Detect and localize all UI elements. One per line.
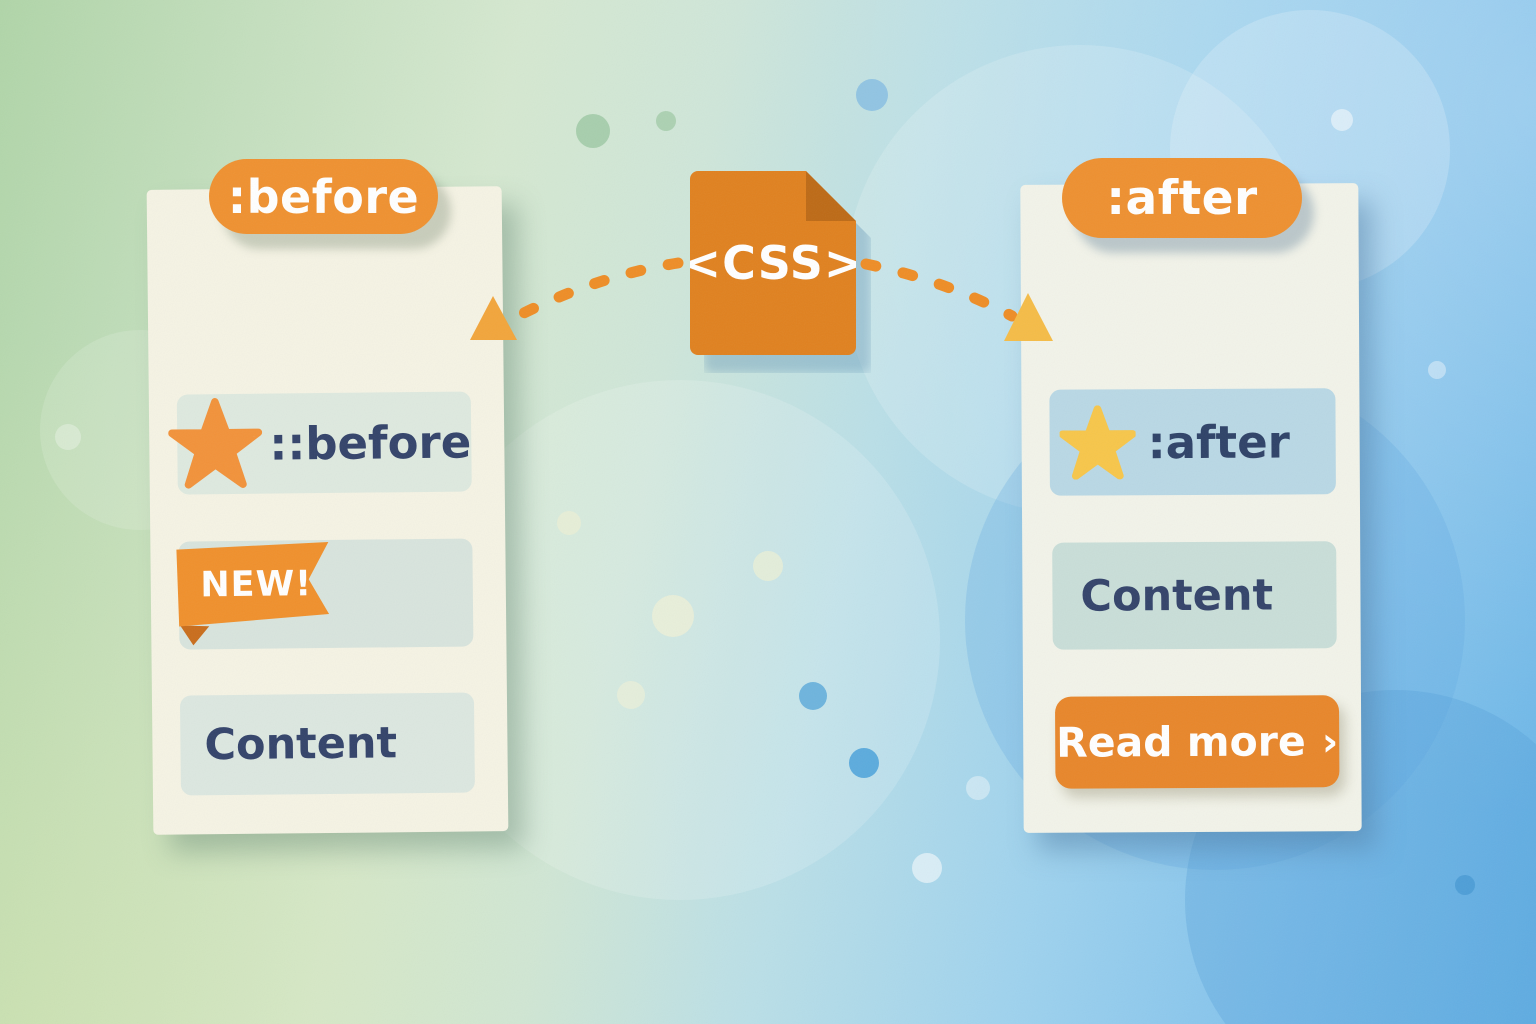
chevron-right-icon: › [1321, 719, 1339, 766]
dot [1331, 109, 1353, 131]
dot [753, 551, 783, 581]
dot [856, 79, 888, 111]
pseudo-label-before: ::before [269, 414, 472, 471]
pseudo-label-after: :after [1147, 414, 1290, 469]
dot [1455, 875, 1475, 895]
dot [652, 595, 694, 637]
new-ribbon-label: NEW! [200, 564, 313, 606]
dot [576, 114, 610, 148]
dot [849, 748, 879, 778]
content-row: Content [179, 692, 475, 796]
before-example-card: ::before NEW! Content [146, 186, 509, 835]
content-label: Content [204, 718, 398, 771]
ribbon-row: NEW! [176, 538, 474, 650]
after-badge: :after [1062, 158, 1302, 238]
dot [966, 776, 990, 800]
content-row: Content [1052, 541, 1337, 650]
dot [912, 853, 942, 883]
content-label: Content [1080, 570, 1274, 622]
pseudo-element-row-after: :after [1049, 388, 1336, 496]
dot [1428, 361, 1446, 379]
dot [55, 424, 81, 450]
dot [557, 511, 581, 535]
css-file-icon: <CSS> [690, 171, 856, 355]
star-icon [1059, 405, 1136, 480]
css-file-label: <CSS> [682, 236, 864, 290]
after-example-card: :after Content Read more › [1020, 183, 1362, 833]
dot [617, 681, 645, 709]
ribbon-fold [180, 625, 210, 646]
pseudo-element-row-before: ::before [168, 391, 472, 495]
dot [656, 111, 676, 131]
read-more-label: Read more [1056, 717, 1306, 767]
read-more-button[interactable]: Read more › [1054, 695, 1340, 789]
dot [799, 682, 827, 710]
before-badge: :before [209, 159, 438, 234]
star-icon [168, 398, 263, 489]
